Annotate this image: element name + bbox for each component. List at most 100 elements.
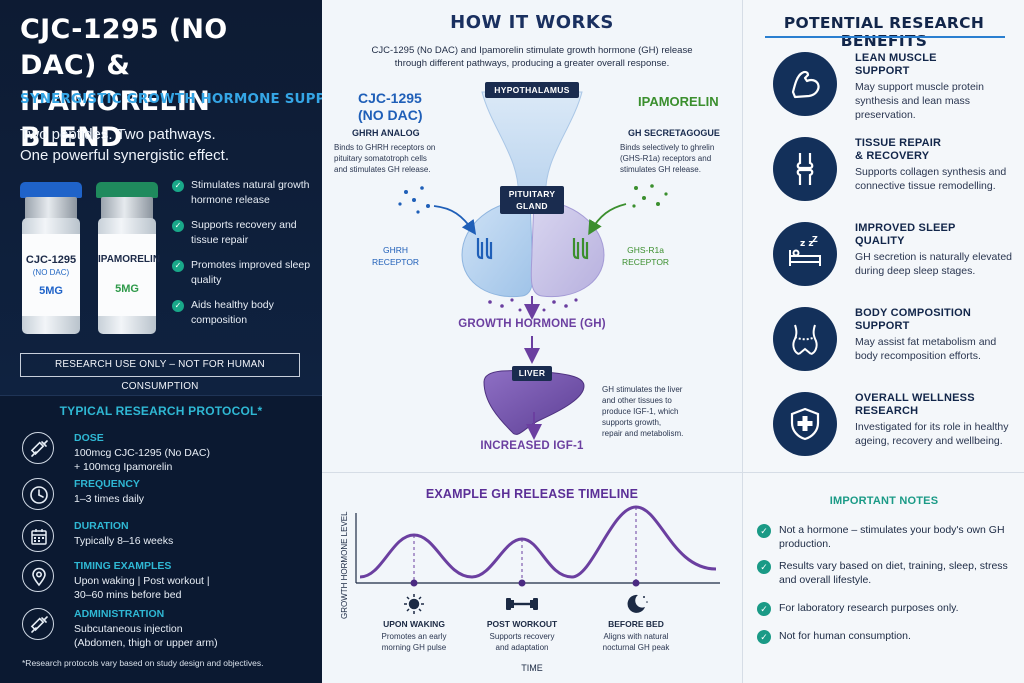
benefits-underline [765, 36, 1005, 38]
research-use-only-banner: RESEARCH USE ONLY – NOT FOR HUMAN CONSUM… [20, 353, 300, 392]
gh-curve [359, 505, 717, 579]
timeline-event-waking: UPON WAKING Promotes an early morning GH… [381, 619, 447, 652]
protocol-frequency: FREQUENCY 1–3 times daily [22, 476, 312, 516]
waist-measure-icon [773, 307, 837, 371]
svg-text:Z: Z [812, 236, 818, 244]
protocol-administration: ADMINISTRATION Subcutaneous injection(Ab… [22, 606, 312, 649]
gh-particles [488, 298, 578, 312]
benefits-title: POTENTIAL RESEARCH BENEFITS [783, 14, 985, 50]
clock-icon [22, 478, 54, 510]
pituitary-right-lobe [530, 199, 605, 298]
note-item: ✓For laboratory research purposes only. [757, 601, 1019, 616]
how-it-works-title: HOW IT WORKS [450, 12, 614, 33]
knee-joint-icon [773, 137, 837, 201]
ipa-role: GH SECRETAGOGUE [628, 128, 720, 138]
tagline-line-2: One powerful synergistic effect. [20, 147, 229, 164]
note-item: ✓Not a hormone – stimulates your body's … [757, 523, 1019, 551]
flexed-arm-icon [773, 52, 837, 116]
cjc-description: Binds to GHRH receptors on pituitary som… [334, 143, 436, 174]
vial-cap [96, 182, 158, 198]
benefit-tissue-repair: TISSUE REPAIR& RECOVERY Supports collage… [773, 137, 1018, 221]
ipa-arrow [588, 203, 627, 236]
notes-title: IMPORTANT NOTES [829, 495, 939, 507]
pituitary-label: PITUITARY GLAND [500, 186, 564, 214]
protocol-duration: DURATION Typically 8–16 weeks [22, 518, 312, 558]
protocol-timing: TIMING EXAMPLES Upon waking | Post worko… [22, 558, 312, 601]
hypothalamus-stalk [481, 91, 583, 201]
checklist-item: ✓Promotes improved sleep quality [172, 258, 317, 288]
syringe-icon [22, 608, 54, 640]
sun-icon [404, 594, 424, 614]
growth-hormone-label: GROWTH HORMONE (GH) [458, 318, 606, 330]
timeline-y-label: GROWTH HORMONE LEVEL [340, 511, 349, 619]
note-item: ✓Not for human consumption. [757, 629, 1019, 644]
timeline-x-label: TIME [521, 663, 543, 673]
ghs-receptor-label: GHS-R1a RECEPTOR [622, 245, 670, 267]
timeline-marker-bed [632, 579, 640, 587]
timeline-title: EXAMPLE GH RELEASE TIMELINE [425, 487, 639, 501]
syringe-icon [22, 432, 54, 464]
hypothalamus-label: HYPOTHALAMUS [485, 82, 579, 98]
pituitary-left-lobe [461, 199, 534, 298]
cjc-role: GHRH ANALOG [352, 128, 420, 138]
check-icon: ✓ [172, 220, 184, 232]
vial-label: IPAMORELIN 5MG [98, 234, 161, 316]
check-icon: ✓ [172, 260, 184, 272]
location-pin-icon [22, 560, 54, 592]
vial-name: IPAMORELIN [98, 254, 161, 265]
checklist-item: ✓Aids healthy body composition [172, 298, 317, 328]
timeline-marker-workout [518, 579, 526, 587]
hero-checklist: ✓Stimulates natural growth hormone relea… [172, 178, 317, 338]
checklist-item: ✓Stimulates natural growth hormone relea… [172, 178, 317, 208]
protocol-footnote: *Research protocols vary based on study … [22, 658, 264, 668]
ipa-description: Binds selectively to ghrelin (GHS-R1a) r… [620, 143, 715, 174]
ghrh-receptor-label: GHRH RECEPTOR [372, 245, 420, 267]
gh-timeline-panel: EXAMPLE GH RELEASE TIMELINE GROWTH HORMO… [322, 472, 742, 683]
calendar-icon [22, 520, 54, 552]
tagline-line-1: Two peptides. Two pathways. [20, 126, 216, 143]
vial-name: CJC-1295 [25, 254, 77, 266]
check-icon: ✓ [172, 180, 184, 192]
protocol-panel: TYPICAL RESEARCH PROTOCOL* DOSE 100mcg C… [0, 395, 322, 683]
svg-text:z z: z z [800, 239, 814, 249]
vial-ipamorelin: IPAMORELIN 5MG [96, 182, 161, 334]
hero-tagline: Two peptides. Two pathways. One powerful… [20, 124, 229, 166]
cjc-name: CJC-1295 (NO DAC) [358, 90, 423, 123]
shield-cross-icon [773, 392, 837, 456]
hero-title: CJC-1295 (NO DAC) & IPAMORELIN BLEND [20, 14, 228, 153]
liver-description: GH stimulates the liver and other tissue… [602, 385, 684, 438]
hero-subtitle: SYNERGISTIC GROWTH HORMONE SUPPORT [20, 92, 357, 107]
ghs-receptor-icon [572, 238, 589, 260]
check-icon: ✓ [757, 630, 771, 644]
timeline-marker-waking [410, 579, 418, 587]
check-icon: ✓ [757, 560, 771, 574]
protocol-title: TYPICAL RESEARCH PROTOCOL* [59, 404, 263, 418]
check-icon: ✓ [757, 524, 771, 538]
check-icon: ✓ [757, 602, 771, 616]
liver-label: LIVER [512, 366, 552, 381]
protocol-dose: DOSE 100mcg CJC-1295 (No DAC)+ 100mcg Ip… [22, 430, 312, 473]
pituitary-diagram [398, 91, 668, 440]
ghrh-receptor-icon [476, 238, 493, 260]
increased-igf1-label: INCREASED IGF-1 [480, 440, 584, 452]
vial-cap [20, 182, 82, 198]
ipa-particles [632, 184, 668, 208]
vial-sub: (NO DAC) [32, 268, 70, 277]
check-icon: ✓ [172, 300, 184, 312]
moon-icon [627, 594, 648, 613]
cjc-arrow [433, 205, 477, 235]
important-notes-panel: IMPORTANT NOTES ✓Not a hormone – stimula… [742, 472, 1024, 683]
how-it-works-intro: CJC-1295 (No DAC) and Ipamorelin stimula… [371, 45, 693, 69]
vial-cjc1295: CJC-1295 (NO DAC) 5MG [20, 182, 82, 334]
timeline-event-bed: BEFORE BED Aligns with natural nocturnal… [602, 619, 670, 652]
note-item: ✓Results vary based on diet, training, s… [757, 559, 1019, 587]
hero-panel: CJC-1295 (NO DAC) & IPAMORELIN BLEND SYN… [0, 0, 356, 395]
timeline-event-workout: POST WORKOUT Supports recovery and adapt… [486, 619, 558, 652]
dumbbell-icon [506, 598, 538, 610]
checklist-item: ✓Supports recovery and tissue repair [172, 218, 317, 248]
